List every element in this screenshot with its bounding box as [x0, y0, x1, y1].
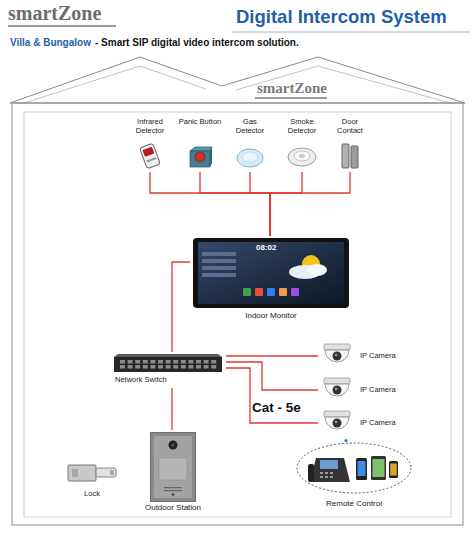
remote-control: Remote Control: [294, 438, 414, 512]
brand-logo: smartZone: [8, 2, 101, 25]
network-switch-icon: [114, 354, 222, 372]
roof-logo: smartZone: [257, 80, 327, 97]
lock: Lock: [64, 460, 120, 500]
cable-line: [270, 172, 350, 236]
ip-camera: IP Camera: [318, 377, 414, 403]
cable-line: [171, 388, 172, 430]
cable-line: [226, 368, 318, 423]
door-contact: Door Contact: [328, 118, 372, 172]
lock-icon: [66, 460, 118, 486]
outdoor-station: Outdoor Station: [140, 430, 206, 514]
gas-detector-icon: [236, 146, 264, 168]
cable-line: [150, 172, 270, 236]
remote-control-icon: [294, 438, 414, 496]
screen-clock: 08:02: [256, 243, 276, 252]
infrared-detector: Infrared Detector: [128, 118, 172, 172]
network-switch: Network Switch: [112, 352, 226, 388]
node-label: Door Contact: [328, 118, 372, 135]
cable-line: [226, 362, 318, 390]
node-label: Remote Control: [294, 500, 414, 509]
roof-right: [222, 57, 465, 103]
roof-right-inner: [236, 66, 450, 103]
header-rule: [232, 32, 470, 33]
smoke-detector: Smoke Detector: [280, 118, 324, 172]
node-label: IP Camera: [360, 352, 414, 361]
node-label: IP Camera: [360, 386, 414, 395]
node-label: Outdoor Station: [140, 504, 206, 513]
ip-camera-icon: [320, 343, 354, 369]
outdoor-station-icon: [150, 432, 196, 502]
smoke-detector-icon: [287, 144, 317, 168]
node-label: Gas Detector: [228, 118, 272, 135]
roof-left: [10, 57, 222, 103]
node-label: Smoke Detector: [280, 118, 324, 135]
ip-camera-icon: [320, 377, 354, 403]
node-label: Indoor Monitor: [190, 312, 352, 321]
subtitle-text: - Smart SIP digital video intercom solut…: [95, 37, 299, 48]
diagram-title: Digital Intercom System: [236, 6, 447, 28]
inner-wall: [24, 112, 451, 517]
cable-line: [270, 172, 302, 236]
subtitle-highlight: Villa & Bungalow: [10, 37, 91, 48]
panic-button-icon: [187, 144, 213, 170]
door-contact-icon: [340, 142, 360, 170]
node-label: Lock: [64, 490, 120, 499]
roof-logo-underline: [255, 97, 327, 99]
roof-left-inner: [24, 66, 206, 103]
ip-camera-icon: [320, 410, 354, 436]
cable-line: [226, 355, 318, 356]
node-label: Infrared Detector: [128, 118, 172, 135]
cable-label: Cat - 5e: [252, 400, 301, 415]
cable-line: [172, 262, 190, 352]
panic-button: Panic Button: [178, 118, 222, 172]
ip-camera: IP Camera: [318, 410, 414, 436]
cable-line: [200, 172, 270, 236]
outer-wall: [12, 103, 463, 525]
node-label: Panic Button: [178, 118, 222, 127]
logo-underline: [8, 25, 116, 27]
infrared-detector-icon: [138, 142, 162, 170]
node-label: Network Switch: [115, 376, 215, 385]
ip-camera: IP Camera: [318, 343, 414, 369]
gas-detector: Gas Detector: [228, 118, 272, 172]
node-label: IP Camera: [360, 419, 414, 428]
cable-line: [250, 172, 270, 236]
